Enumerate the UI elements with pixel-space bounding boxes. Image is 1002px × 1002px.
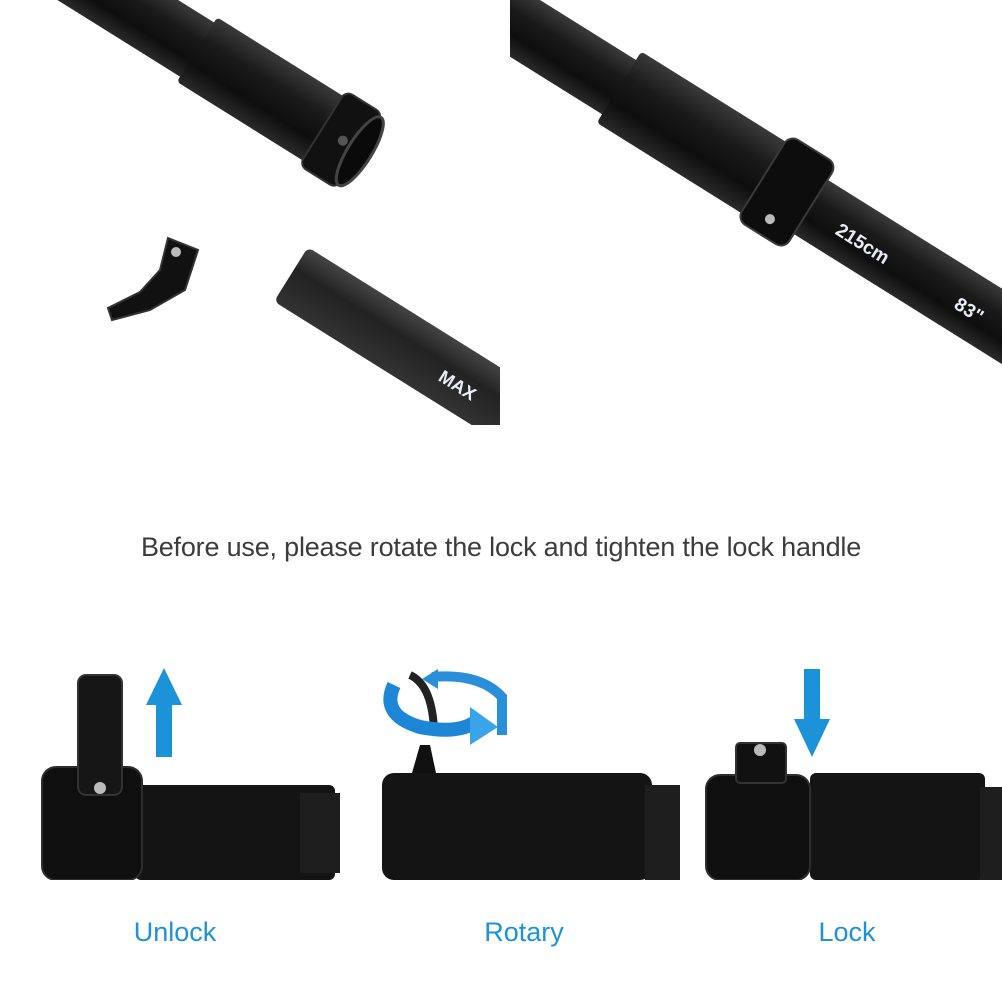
arrow-up-icon xyxy=(146,668,182,757)
step-lock-photo xyxy=(700,655,1002,880)
step-label-lock: Lock xyxy=(818,917,876,947)
step-rotary-photo xyxy=(360,655,680,880)
step-label-unlock: Unlock xyxy=(133,917,217,947)
step-unlock-photo xyxy=(40,655,340,880)
arrow-down-icon xyxy=(794,669,830,757)
instruction-caption: Before use, please rotate the lock and t… xyxy=(140,532,862,562)
product-photo-assembled-pole: 215cm 83" xyxy=(510,0,1002,445)
step-label-rotary: Rotary xyxy=(484,917,564,947)
product-photo-separated-pole: MAX xyxy=(0,0,500,425)
rotate-arrow-icon xyxy=(383,669,507,745)
